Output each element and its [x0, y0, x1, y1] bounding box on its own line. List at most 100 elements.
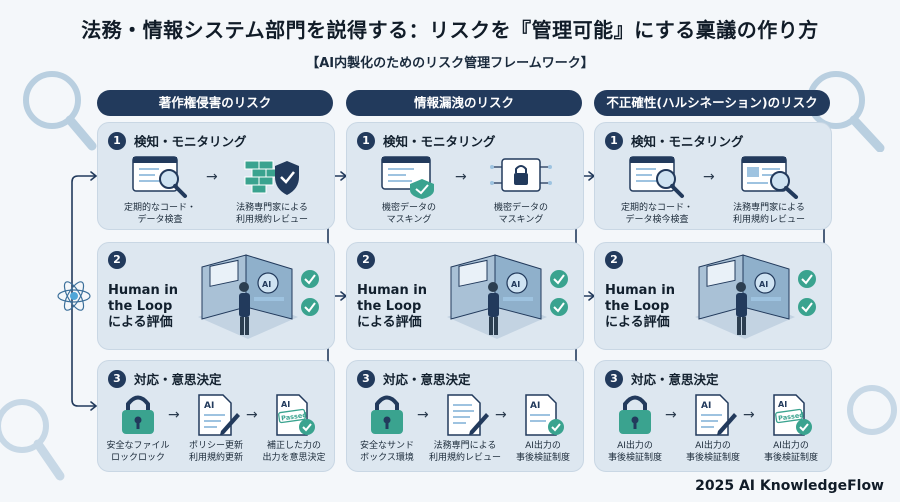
caption-line: による評価: [108, 315, 173, 330]
footer-credit: 2025 AI KnowledgeFlow: [695, 478, 884, 494]
step-title: 検知・モニタリング: [134, 134, 247, 149]
code-check-icon: [359, 153, 459, 199]
circuit-lock-icon: [471, 153, 571, 199]
risk-column-header: 著作権侵害のリスク: [97, 90, 333, 116]
risk-column: 著作権侵害のリスク 1 検知・モニタリング 定期的なコード・データ検査 → 法務…: [97, 90, 335, 472]
step-item: AI出力の事後検証制度: [591, 391, 679, 464]
caption-line: 機密データの: [381, 203, 436, 213]
step-item: 法務専門家による利用規約レビュー: [222, 153, 322, 226]
step-title: 対応・意思決定: [631, 372, 719, 387]
magnifier-decoration-icon: [23, 71, 97, 151]
passed-doc-icon: AI Passed: [250, 391, 338, 437]
lock-icon: [591, 391, 679, 437]
step-item: 法務専門による利用規約レビュー: [421, 391, 509, 464]
caption-line: 利用規約レビュー: [428, 453, 501, 463]
caption-line: 機密データの: [493, 203, 548, 213]
caption-line: 定期的なコード・: [620, 203, 693, 213]
lock-icon: [94, 391, 182, 437]
code-search-icon: [110, 153, 210, 199]
arrow-right-icon: →: [417, 407, 429, 423]
step-number: 1: [357, 131, 375, 150]
arrow-right-icon: →: [206, 169, 218, 185]
human-in-the-loop-scene: AI: [447, 254, 568, 339]
magnifier-decoration-icon: [0, 399, 65, 481]
arrow-right-icon: →: [665, 407, 677, 423]
caption-line: による評価: [605, 315, 670, 330]
step-number: 3: [108, 369, 126, 388]
arrow-right-icon: →: [246, 407, 258, 423]
atom-icon: [57, 281, 91, 311]
arrow-right-icon: →: [455, 169, 467, 185]
caption-line: 定期的なコード・: [123, 203, 196, 213]
step-number: 3: [357, 369, 375, 388]
step-item: 機密データのマスキング: [359, 153, 459, 226]
arrow-right-icon: →: [703, 169, 715, 185]
svg-text:Passed: Passed: [281, 411, 308, 423]
caption-line: 法務専門による: [433, 441, 497, 451]
step-number: 1: [605, 131, 623, 150]
step-title: 検知・モニタリング: [383, 134, 496, 149]
step-number: 3: [605, 369, 623, 388]
caption-line: 安全なファイル: [106, 441, 170, 451]
caption-line: 利用規約更新: [188, 453, 243, 463]
step-number: 2: [605, 251, 623, 269]
firewall-shield-icon: [222, 153, 322, 199]
caption-line: the Loop: [357, 299, 422, 314]
step-title: 対応・意思決定: [383, 372, 471, 387]
step-item: 法務専門家による利用規約レビュー: [719, 153, 819, 226]
svg-text:AI: AI: [759, 280, 768, 289]
caption-line: AI出力の: [525, 441, 561, 451]
step-panel-response: 3 対応・意思決定 安全なサンドボックス環境 法務専門による利用規約レビュー A…: [346, 360, 584, 472]
magnifier-decoration-icon: [847, 385, 897, 435]
svg-text:AI: AI: [778, 400, 787, 409]
step-item: 定期的なコード・データ検査: [110, 153, 210, 226]
caption-line: the Loop: [108, 299, 173, 314]
caption-line: 法務専門家による: [733, 203, 805, 213]
caption-line: 利用規約レビュー: [732, 215, 805, 225]
svg-text:AI: AI: [530, 401, 540, 411]
doc-pen-icon: [421, 391, 509, 437]
step-panel-detection: 1 検知・モニタリング 定期的なコード・データ検査 → 法務専門家による利用規約…: [97, 122, 335, 230]
caption-line: 法務専門家による: [236, 203, 308, 213]
caption-line: AI出力の: [617, 441, 653, 451]
svg-text:AI: AI: [511, 280, 520, 289]
step-title: 検知・モニタリング: [631, 134, 744, 149]
ai-doc-pen-icon: AI: [172, 391, 260, 437]
svg-text:AI: AI: [281, 400, 290, 409]
step-number: 1: [108, 131, 126, 150]
step-title: 対応・意思決定: [134, 372, 222, 387]
caption-line: データ検査: [137, 215, 183, 225]
caption-line: データ検今検査: [625, 215, 689, 225]
caption-line: ロックロック: [110, 453, 165, 463]
caption-line: AI出力の: [773, 441, 809, 451]
code-search-icon: [607, 153, 707, 199]
caption-line: 出力を意思決定: [262, 453, 326, 463]
caption-line: マスキング: [386, 215, 432, 225]
ai-doc-check-icon: AI: [499, 391, 587, 437]
caption-line: ボックス環境: [360, 453, 414, 463]
arrow-right-icon: →: [168, 407, 180, 423]
caption-line: 事後検証制度: [607, 453, 662, 463]
step-item: AI AI出力の事後検証制度: [499, 391, 587, 464]
risk-column-header: 情報漏洩のリスク: [346, 90, 582, 116]
step-panel-response: 3 対応・意思決定 安全なファイルロックロック AI ポリシー更新利用規約更新 …: [97, 360, 335, 472]
step-number: 2: [357, 251, 375, 269]
caption-line: the Loop: [605, 299, 670, 314]
caption-line: マスキング: [498, 215, 544, 225]
step-number: 2: [108, 251, 126, 269]
step-item: AI ポリシー更新利用規約更新: [172, 391, 260, 464]
svg-text:AI: AI: [701, 401, 711, 411]
caption-line: 利用規約レビュー: [235, 215, 308, 225]
arrow-right-icon: →: [495, 407, 507, 423]
human-in-the-loop-scene: AI: [695, 254, 816, 339]
doc-search-icon: [719, 153, 819, 199]
caption-line: Human in: [605, 283, 675, 298]
